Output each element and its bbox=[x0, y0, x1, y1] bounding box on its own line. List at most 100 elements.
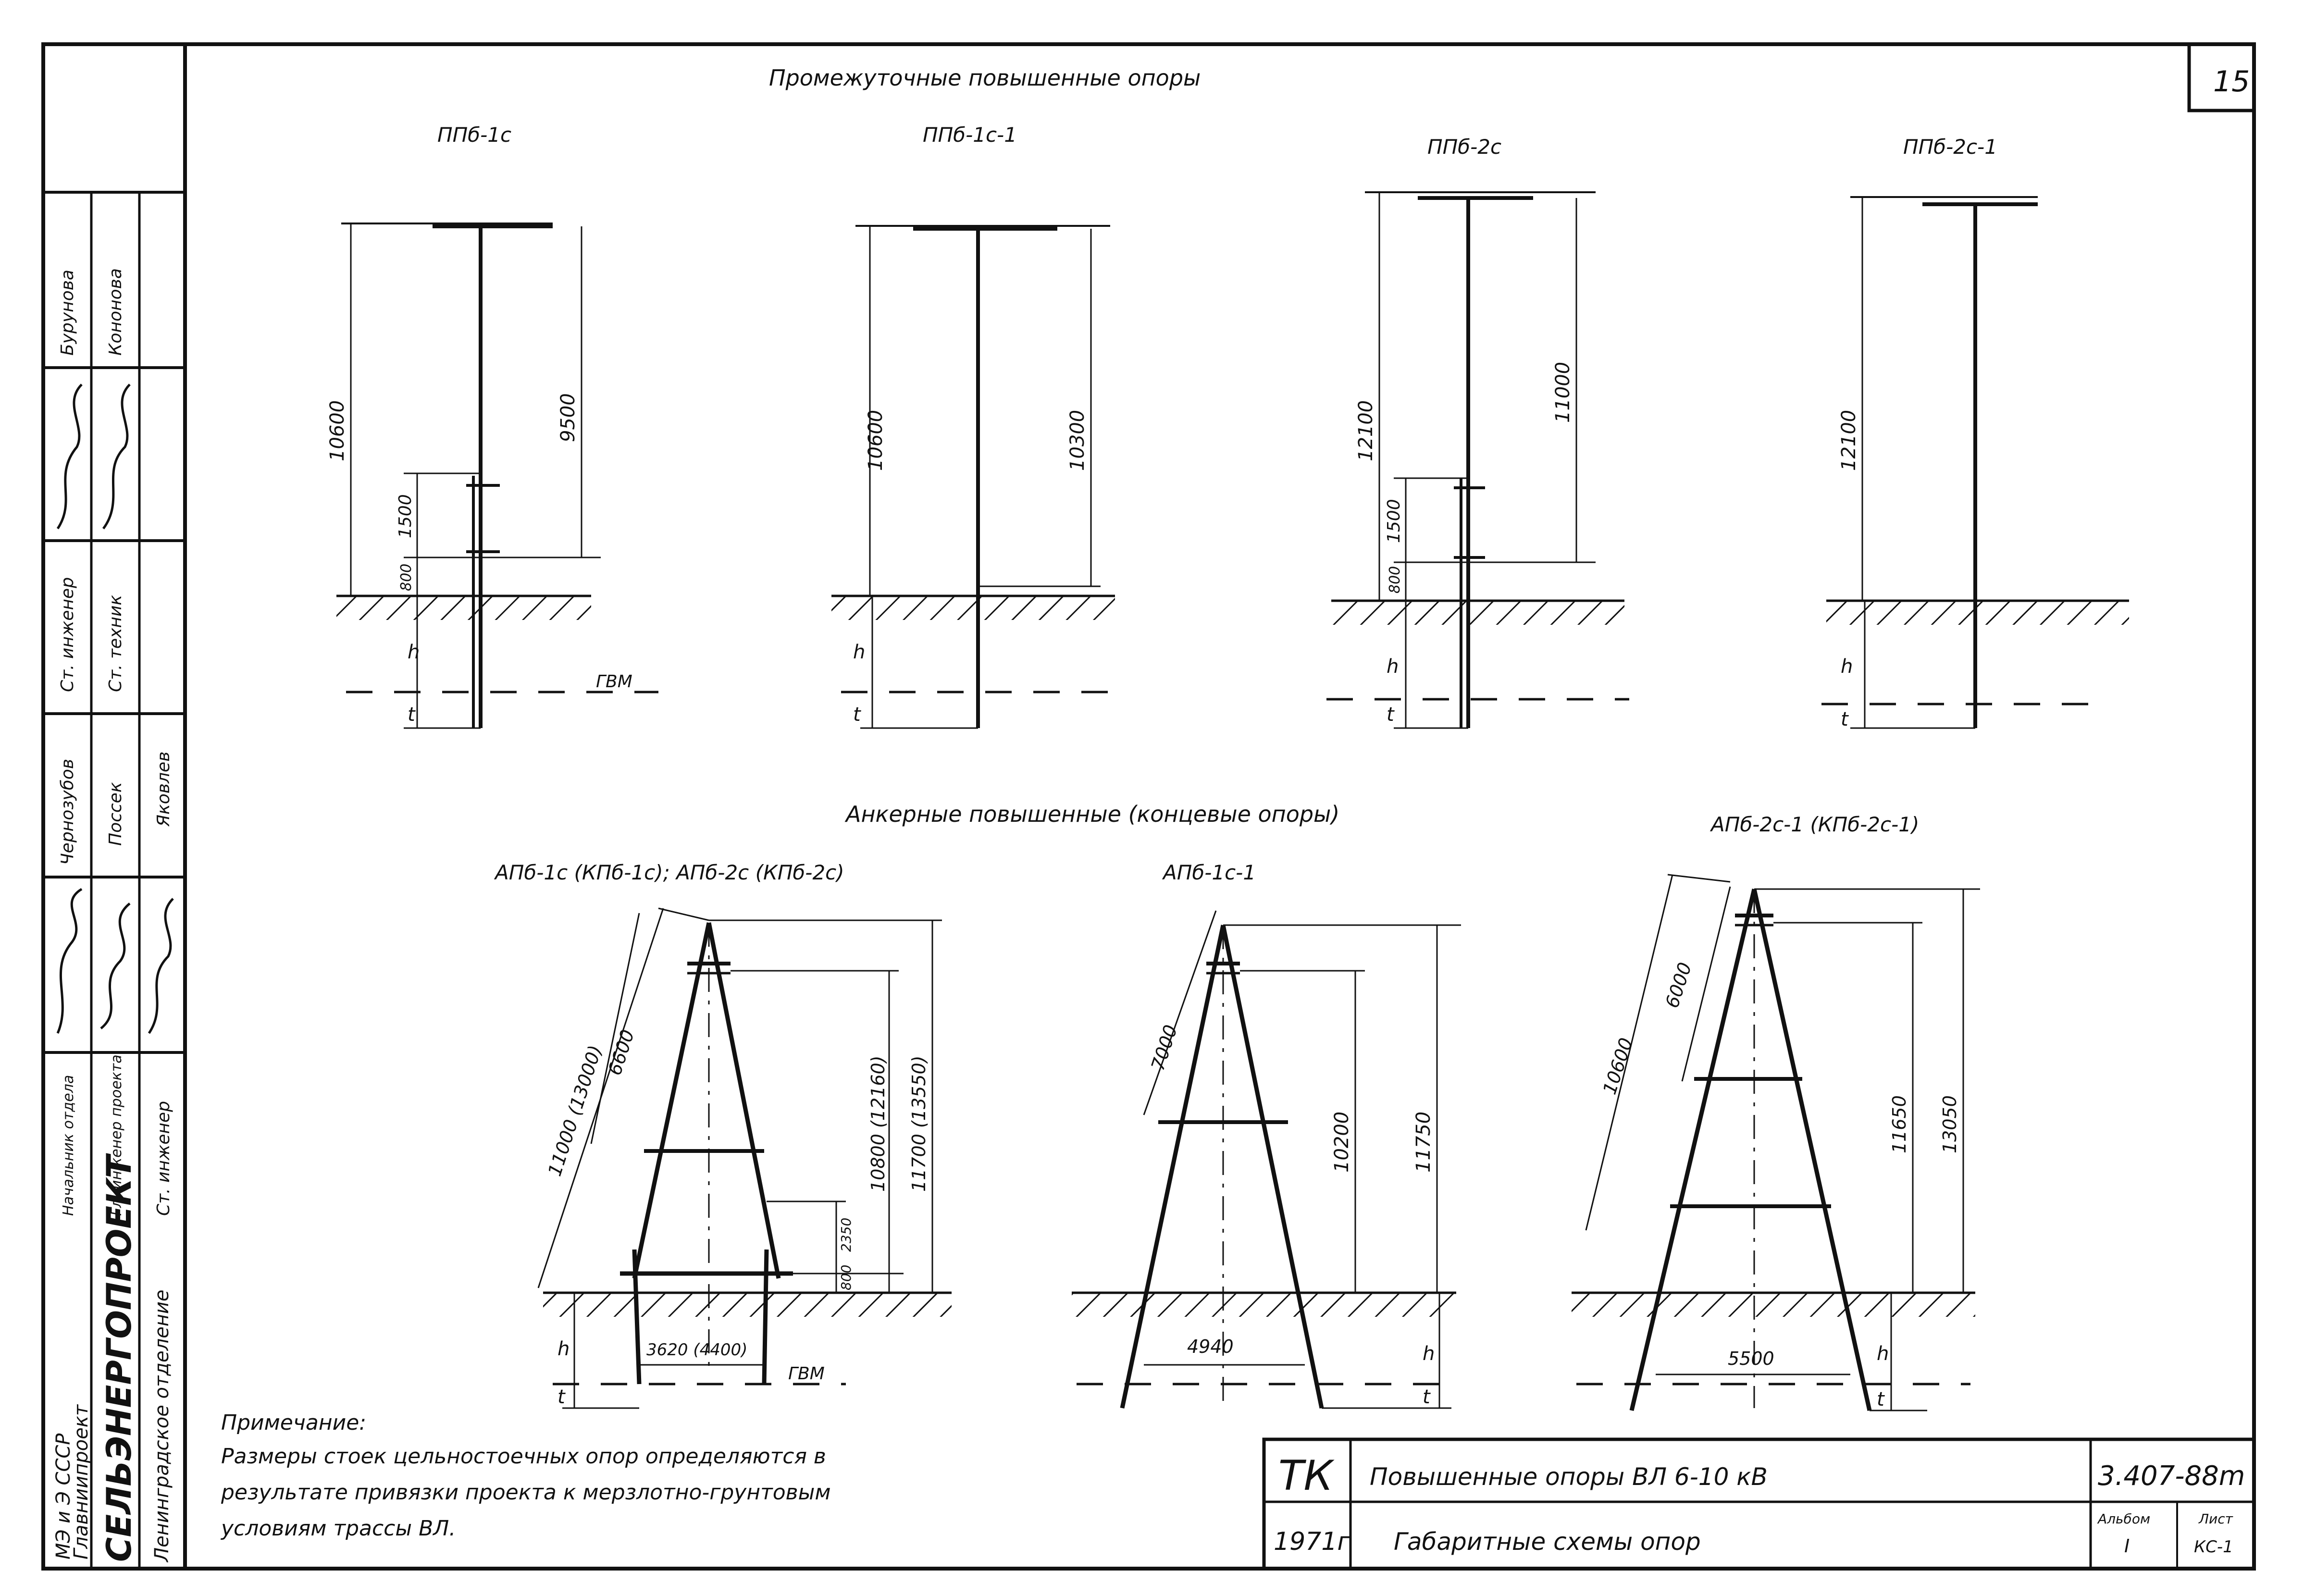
svg-text:5500: 5500 bbox=[1728, 1348, 1774, 1369]
page-number-box bbox=[2187, 42, 2256, 112]
stamp-name-3: Яковлев bbox=[154, 752, 173, 827]
doc-number: 3.407-88m bbox=[2098, 1460, 2245, 1492]
main-title: Промежуточные повышенные опоры bbox=[769, 65, 1201, 91]
stamp-role-4: Ст. инженер bbox=[58, 577, 77, 692]
svg-text:10300: 10300 bbox=[1066, 410, 1089, 471]
note-title: Примечание: bbox=[221, 1410, 366, 1435]
title-code: ТК bbox=[1278, 1452, 1335, 1500]
svg-text:11700 (13550): 11700 (13550) bbox=[908, 1056, 929, 1192]
svg-text:10800 (12160): 10800 (12160) bbox=[867, 1056, 889, 1192]
pole-label: ППб-1с bbox=[437, 123, 511, 147]
svg-text:7000: 7000 bbox=[1147, 1022, 1182, 1073]
svg-text:t: t bbox=[1387, 704, 1395, 726]
signature-2 bbox=[100, 903, 131, 1029]
ground-hatch bbox=[543, 1294, 952, 1317]
pole-leg-left bbox=[1120, 925, 1226, 1409]
stamp-role-2: Гл. инженер проекта bbox=[108, 1054, 125, 1216]
pole-leg-right bbox=[1752, 889, 1872, 1411]
anchor-pole-2: АПб-1с-1 7000 10200 11750 4940 h t bbox=[1072, 861, 1461, 1409]
sheet-label: Лист bbox=[2198, 1511, 2233, 1527]
stamp-role-3: Ст. инженер bbox=[154, 1101, 173, 1216]
svg-text:h: h bbox=[853, 641, 865, 663]
pole-leg-left bbox=[1629, 888, 1757, 1411]
svg-text:t: t bbox=[1877, 1388, 1885, 1410]
svg-text:10600: 10600 bbox=[1599, 1035, 1637, 1097]
gvm-label: ГВМ bbox=[596, 672, 632, 692]
stamp-name-5: Кононова bbox=[106, 268, 125, 356]
svg-text:t: t bbox=[557, 1386, 566, 1408]
title-line-2: Габаритные схемы опор bbox=[1394, 1528, 1701, 1556]
svg-text:1500: 1500 bbox=[396, 494, 415, 538]
ground-hatch bbox=[336, 597, 591, 620]
outer-frame bbox=[41, 42, 2256, 1571]
pole-label: АПб-1с-1 bbox=[1162, 861, 1256, 884]
title-year: 1971г bbox=[1274, 1527, 1350, 1556]
anchor-pole-3: АПб-2с-1 (КПб-2с-1) 10600 6000 11650 130… bbox=[1572, 813, 1980, 1411]
pole-label: ППб-2с-1 bbox=[1903, 135, 1997, 159]
pole-label: АПб-2с-1 (КПб-2с-1) bbox=[1709, 813, 1919, 836]
svg-text:9500: 9500 bbox=[557, 393, 579, 442]
pole-leg-right bbox=[706, 922, 781, 1279]
left-stamp: МЭ и Э СССР Главниипроект СЕЛЬЭНЕРГОПРОЕ… bbox=[43, 191, 185, 1569]
note-line-2: результате привязки проекта к мерзлотно-… bbox=[221, 1480, 831, 1505]
svg-text:2350: 2350 bbox=[838, 1218, 854, 1252]
note: Примечание: Размеры стоек цельностоечных… bbox=[220, 1410, 831, 1541]
svg-text:6000: 6000 bbox=[1661, 960, 1696, 1011]
pole-label: ППб-2с bbox=[1427, 135, 1501, 159]
sheet-value: КС-1 bbox=[2194, 1537, 2233, 1557]
note-line-3: условиям трассы ВЛ. bbox=[220, 1516, 456, 1541]
intermediate-pole-2: ППб-1с-1 10600 10300 h t bbox=[831, 123, 1125, 729]
svg-text:h: h bbox=[1877, 1343, 1889, 1365]
ground-hatch bbox=[1331, 602, 1624, 625]
svg-text:800: 800 bbox=[1387, 566, 1403, 594]
pole-label: ППб-1с-1 bbox=[923, 123, 1017, 147]
svg-text:11000: 11000 bbox=[1552, 362, 1574, 423]
signature-3 bbox=[148, 898, 174, 1034]
svg-text:10600: 10600 bbox=[326, 400, 348, 461]
album-label: Альбом bbox=[2097, 1511, 2150, 1527]
ground-hatch bbox=[1826, 602, 2129, 625]
svg-text:800: 800 bbox=[838, 1265, 854, 1290]
svg-text:t: t bbox=[1841, 708, 1849, 730]
svg-text:t: t bbox=[408, 704, 416, 726]
svg-text:h: h bbox=[1387, 656, 1399, 678]
svg-text:h: h bbox=[557, 1338, 570, 1360]
intermediate-pole-1: ППб-1с 10600 9500 1500 800 h t ГВМ bbox=[326, 123, 658, 729]
svg-text:12100: 12100 bbox=[1838, 410, 1860, 471]
svg-text:4940: 4940 bbox=[1187, 1336, 1234, 1357]
stamp-brand: СЕЛЬЭНЕРГОПРОЕКТ bbox=[99, 1153, 139, 1562]
intermediate-pole-4: ППб-2с-1 12100 h t bbox=[1821, 135, 2129, 730]
svg-text:6600: 6600 bbox=[604, 1027, 639, 1078]
intermediate-pole-3: ППб-2с 12100 11000 1500 800 h t bbox=[1326, 135, 1629, 729]
svg-text:10200: 10200 bbox=[1331, 1112, 1353, 1173]
title-block: ТК 1971г Повышенные опоры ВЛ 6-10 кВ Габ… bbox=[1262, 1437, 2256, 1571]
anchor-pole-1: АПб-1с (КПб-1с); АПб-2с (КПб-2с) 11000 (… bbox=[494, 861, 952, 1409]
stamp-org-line-1: МЭ и Э СССР bbox=[52, 1433, 74, 1559]
pole-leg-right bbox=[1221, 925, 1324, 1409]
svg-text:11650: 11650 bbox=[1889, 1095, 1910, 1153]
ground-hatch bbox=[1072, 1294, 1456, 1317]
svg-text:h: h bbox=[1841, 656, 1853, 678]
title-line-1: Повышенные опоры ВЛ 6-10 кВ bbox=[1370, 1463, 1768, 1491]
signature-1 bbox=[56, 888, 83, 1034]
stamp-name-4: Бурунова bbox=[58, 270, 77, 356]
svg-text:h: h bbox=[408, 641, 420, 663]
stamp-branch: Ленинградское отделение bbox=[151, 1290, 173, 1563]
svg-text:11750: 11750 bbox=[1412, 1112, 1435, 1173]
album-value: I bbox=[2124, 1535, 2130, 1557]
page-number: 15 bbox=[2213, 65, 2250, 99]
svg-text:12100: 12100 bbox=[1355, 400, 1377, 461]
svg-text:t: t bbox=[1423, 1386, 1431, 1408]
pole-leg-left bbox=[632, 922, 711, 1279]
anchor-title: Анкерные повышенные (концевые опоры) bbox=[844, 801, 1339, 827]
ground-hatch bbox=[831, 597, 1115, 620]
signature-5 bbox=[102, 384, 131, 530]
gvm-label: ГВМ bbox=[788, 1364, 825, 1384]
stamp-role-1: Начальник отдела bbox=[60, 1075, 77, 1216]
svg-text:h: h bbox=[1423, 1343, 1435, 1365]
stamp-role-5: Ст. техник bbox=[106, 595, 125, 692]
svg-text:10600: 10600 bbox=[865, 410, 887, 471]
note-line-1: Размеры стоек цельностоечных опор опреде… bbox=[221, 1444, 826, 1469]
svg-text:3620 (4400): 3620 (4400) bbox=[646, 1340, 747, 1360]
